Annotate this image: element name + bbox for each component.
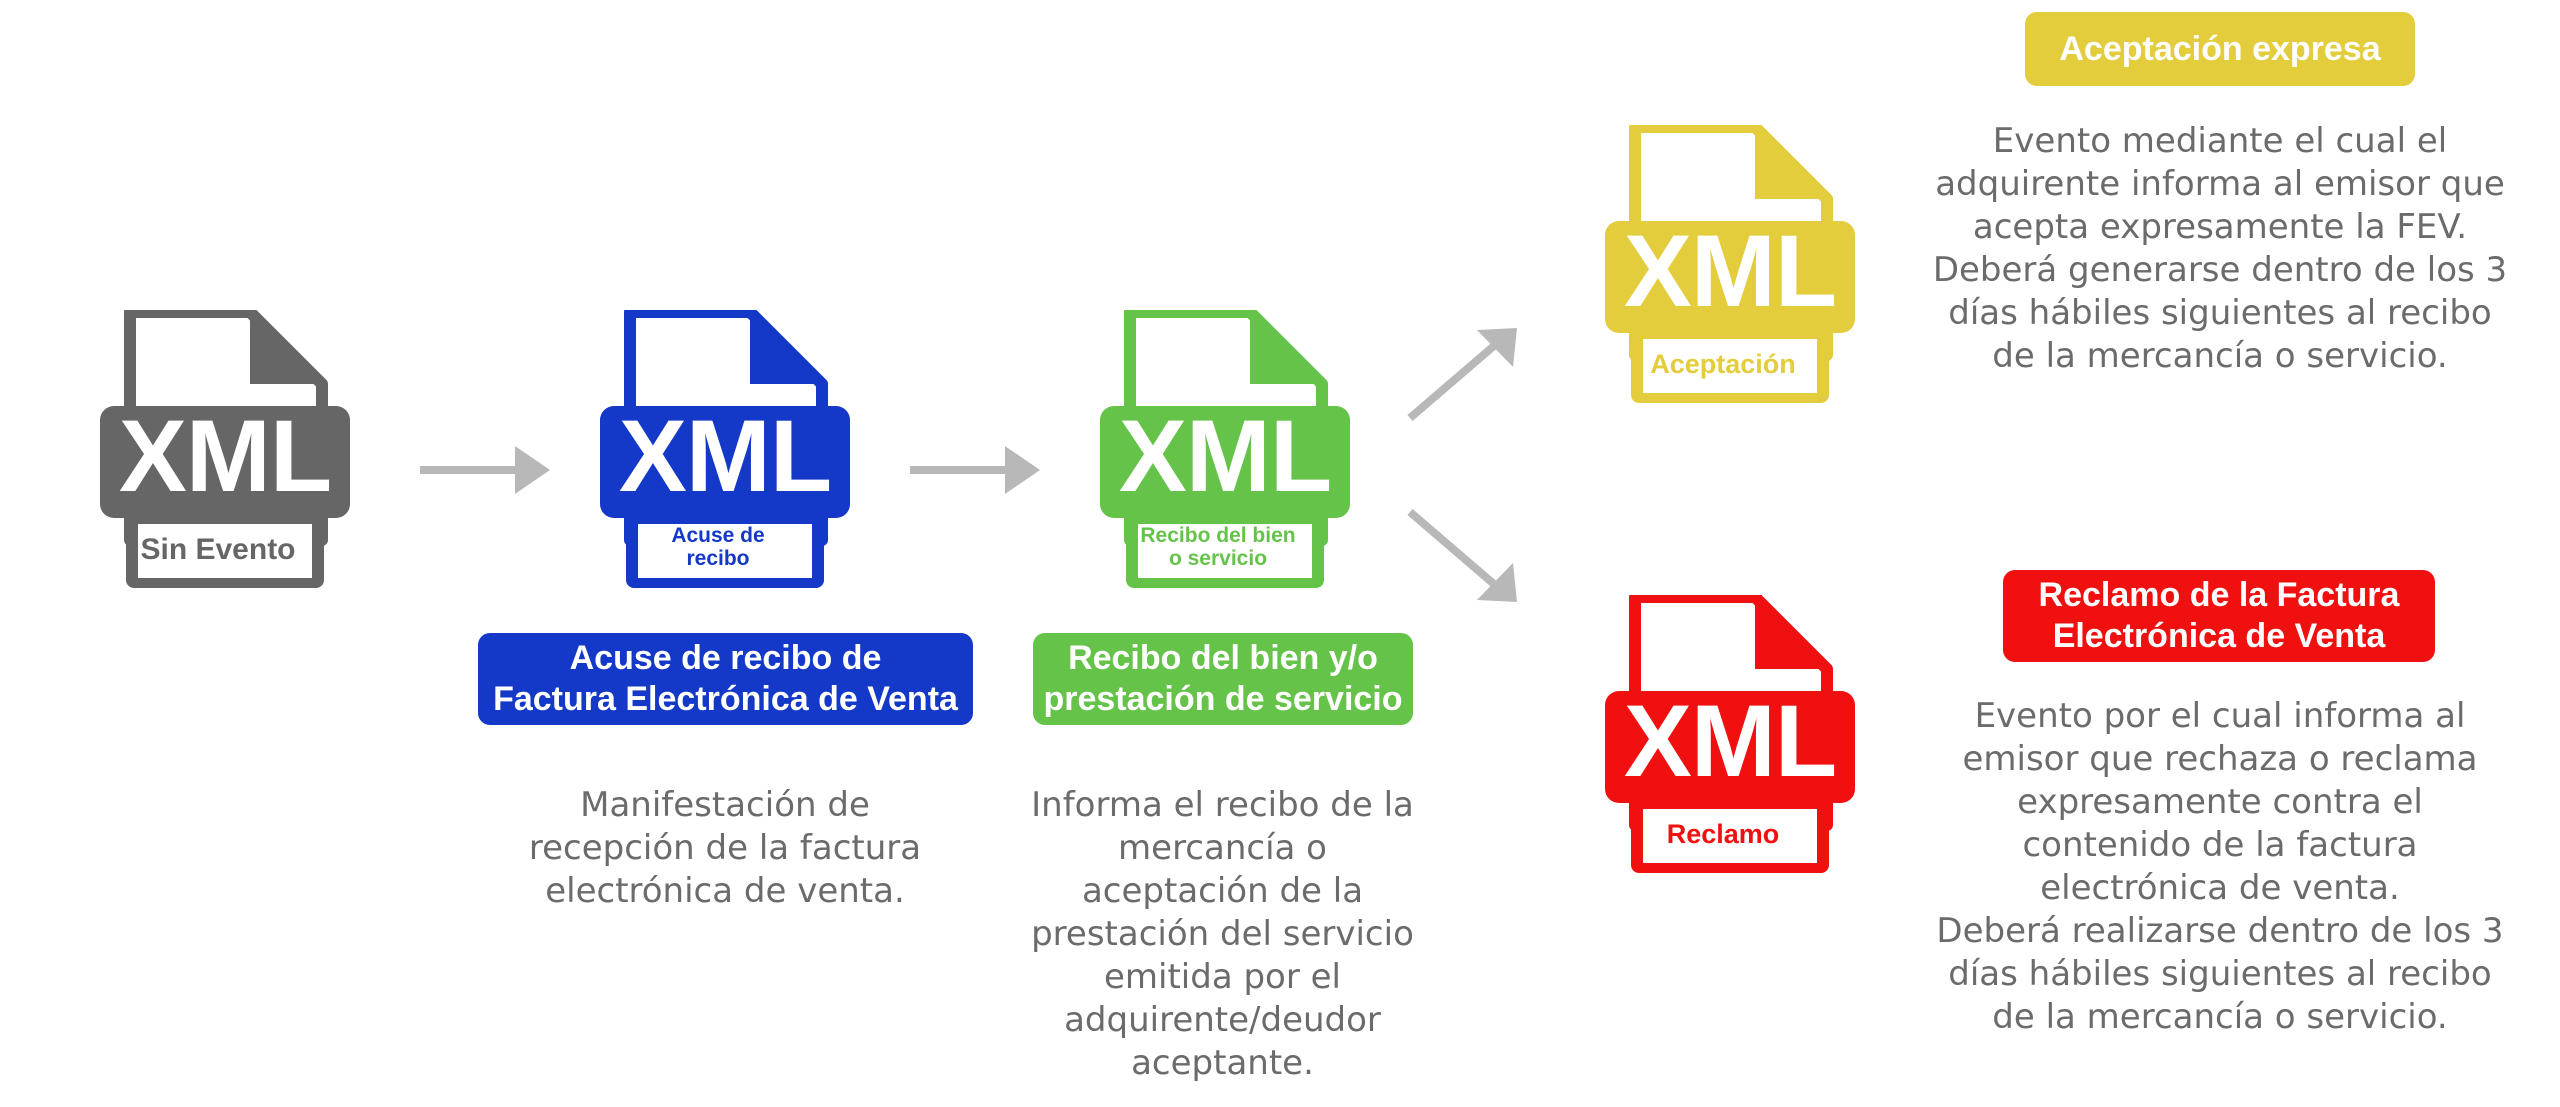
xml-file-icon-recibo: XML Recibo del bien o servicio [1100, 310, 1350, 590]
arrow-right-icon [420, 446, 550, 494]
arrow-up-right-icon [1407, 328, 1517, 422]
aceptacion-icon-label: Aceptación [1650, 349, 1796, 379]
xml-file-icon-sin-evento: XML Sin Evento [100, 310, 350, 590]
acuse-icon-label: Acuse de recibo [671, 524, 765, 571]
arrow-right-icon [910, 446, 1040, 494]
xml-badge-text: XML [618, 399, 832, 513]
recibo-description: Informa el recibo de la mercancía o acep… [1031, 785, 1414, 1083]
xml-badge-text: XML [1623, 214, 1837, 328]
sin-evento-label: Sin Evento [140, 533, 296, 566]
xml-badge-text: XML [1118, 399, 1332, 513]
xml-badge-text: XML [1623, 684, 1837, 798]
acuse-title: Acuse de recibo de Factura Electrónica d… [478, 633, 973, 725]
reclamo-icon-label: Reclamo [1666, 819, 1780, 849]
xml-file-icon-acuse: XML Acuse de recibo [600, 310, 850, 590]
reclamo-title: Reclamo de la Factura Electrónica de Ven… [2003, 570, 2435, 662]
aceptacion-description: Evento mediante el cual el adquirente in… [1932, 121, 2508, 376]
acuse-description: Manifestación de recepción de la factura… [528, 785, 922, 911]
aceptacion-title: Aceptación expresa [2025, 12, 2415, 86]
arrow-down-right-icon [1407, 508, 1517, 602]
reclamo-description: Evento por el cual informa al emisor que… [1936, 696, 2504, 1037]
recibo-icon-label: Recibo del bien o servicio [1140, 524, 1296, 571]
recibo-title: Recibo del bien y/o prestación de servic… [1033, 633, 1413, 725]
xml-file-icon-aceptacion: XML Aceptación [1605, 125, 1855, 405]
xml-badge-text: XML [118, 399, 332, 513]
xml-file-icon-reclamo: XML Reclamo [1605, 595, 1855, 875]
